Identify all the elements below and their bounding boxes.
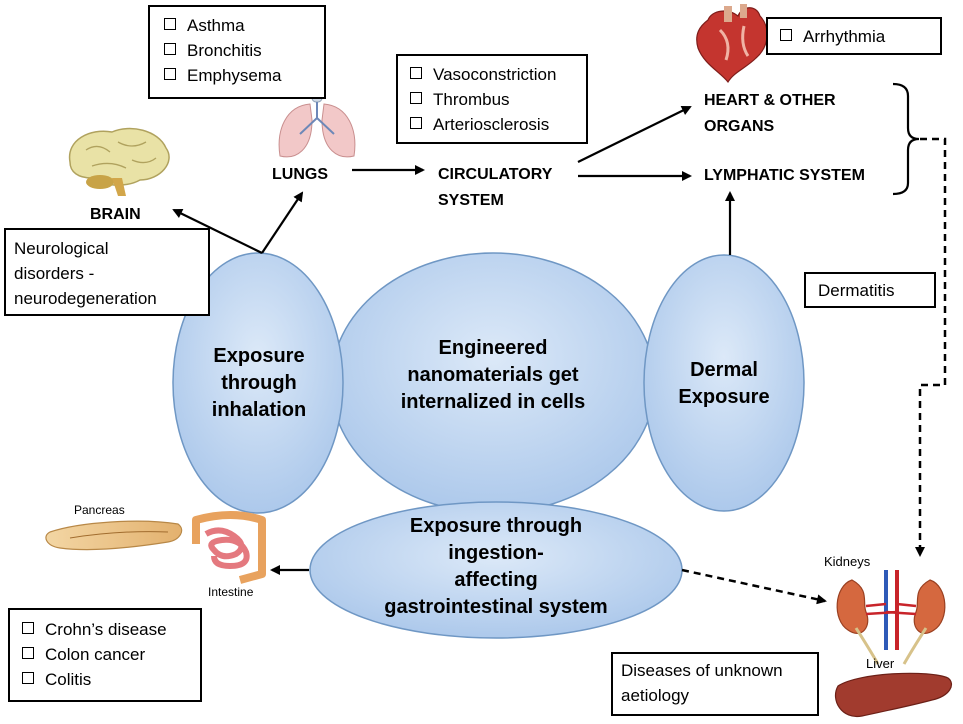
neuro-line-3: neurodegeneration (14, 289, 157, 308)
dashed-arrow-bracket-to-kidneys (915, 137, 947, 557)
pancreas-icon (45, 520, 183, 551)
list-item: Thrombus (410, 87, 556, 112)
dermatitis-label: Dermatitis (818, 281, 895, 300)
list-item: Emphysema (164, 63, 281, 88)
list-item: Crohn’s disease (22, 617, 167, 642)
circulatory-conditions-box: Vasoconstriction Thrombus Arterioscleros… (396, 54, 588, 144)
heart-icon (696, 4, 768, 84)
intestine-icon (192, 511, 266, 584)
list-item: Vasoconstriction (410, 62, 556, 87)
brain-label: BRAIN (90, 206, 141, 223)
arrow-inhalation-to-lungs (261, 191, 304, 254)
arrow-inhalation-to-brain (172, 209, 263, 254)
unknown-diseases-box: Diseases of unknown aetiology (611, 652, 819, 716)
dashed-arrow-ingestion-to-kidneys (681, 568, 827, 605)
dermatitis-box: Dermatitis (804, 272, 936, 308)
neuro-disorders-box: Neurological disorders - neurodegenerati… (4, 228, 210, 316)
heart-label-2: ORGANS (704, 118, 775, 135)
list-item: Asthma (164, 13, 281, 38)
list-item: Arrhythmia (780, 24, 885, 49)
list-item: Colon cancer (22, 642, 167, 667)
heart-conditions-box: Arrhythmia (766, 17, 942, 55)
lymphatic-label: LYMPHATIC SYSTEM (704, 167, 865, 184)
kidneys-icon (836, 570, 946, 665)
circulatory-label-2: SYSTEM (438, 192, 504, 209)
liver-icon (834, 672, 953, 718)
circulatory-label-1: CIRCULATORY (438, 166, 553, 183)
list-item: Colitis (22, 667, 167, 692)
lungs-conditions-box: Asthma Bronchitis Emphysema (148, 5, 326, 99)
dermal-ellipse (643, 254, 805, 512)
lungs-label: LUNGS (272, 166, 328, 183)
kidneys-caption: Kidneys (824, 554, 871, 569)
inhalation-ellipse (172, 252, 344, 514)
list-item: Arteriosclerosis (410, 112, 556, 137)
arrow-circulatory-to-heart (577, 106, 692, 163)
brain-icon (68, 127, 170, 196)
liver-caption: Liver (866, 656, 895, 671)
unknown-line-1: Diseases of unknown (621, 661, 783, 680)
gi-conditions-box: Crohn’s disease Colon cancer Colitis (8, 608, 202, 702)
pancreas-caption: Pancreas (74, 503, 125, 517)
neuro-line-2: disorders - (14, 264, 95, 283)
intestine-caption: Intestine (208, 585, 254, 599)
organs-bracket (892, 82, 920, 196)
list-item: Bronchitis (164, 38, 281, 63)
heart-label-1: HEART & OTHER (704, 92, 836, 109)
unknown-line-2: aetiology (621, 686, 690, 705)
neuro-line-1: Neurological (14, 239, 109, 258)
